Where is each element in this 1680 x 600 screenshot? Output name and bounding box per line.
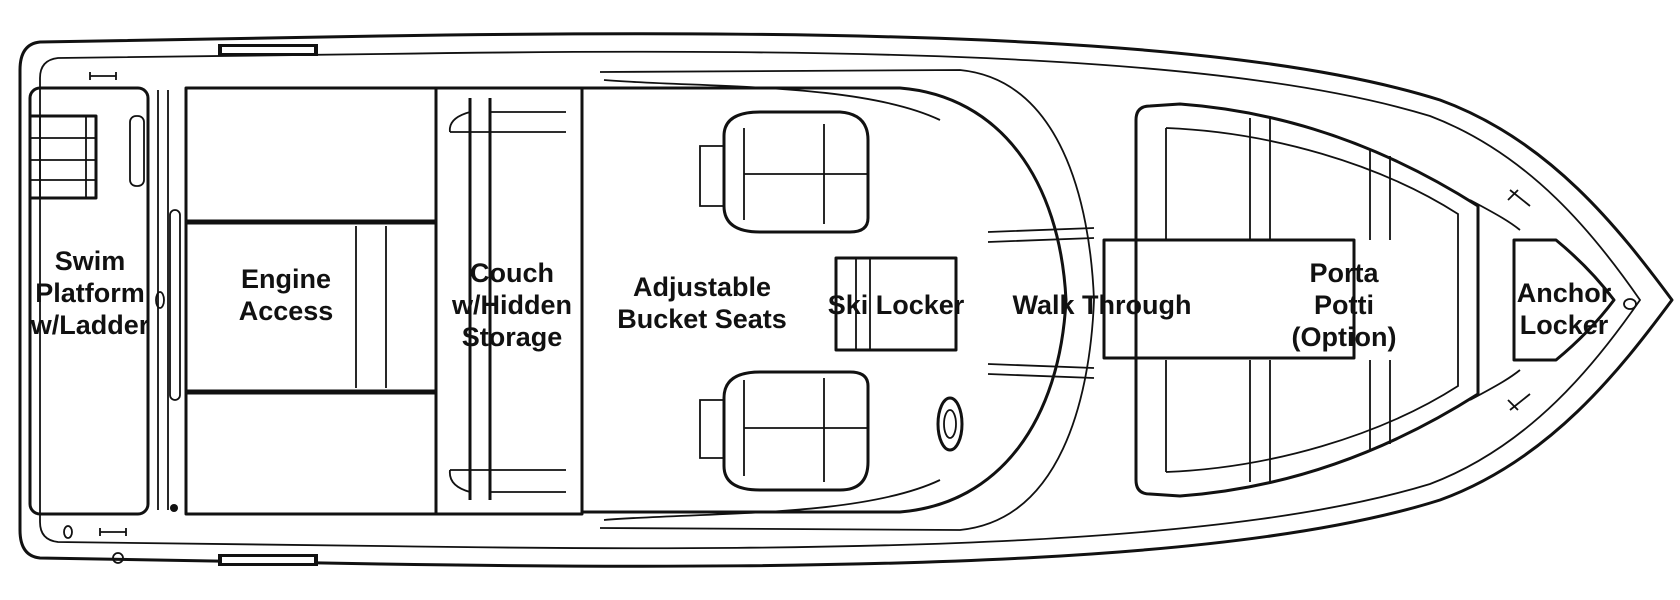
steering-wheel-icon <box>936 396 964 452</box>
swim-platform <box>28 86 181 516</box>
label-ski-locker-line: Ski Locker <box>828 290 965 320</box>
label-swim-platform-line: Platform <box>35 278 145 308</box>
label-engine-access-line: Engine <box>241 264 331 294</box>
engine-access-hatch <box>184 86 438 516</box>
couch <box>434 86 584 516</box>
bow-seating <box>1134 102 1521 498</box>
ladder-icon <box>28 114 98 200</box>
label-anchor-locker-line: Locker <box>1520 310 1609 340</box>
label-anchor-locker-line: Anchor <box>1517 278 1612 308</box>
cleat-top-inner <box>222 47 314 53</box>
bucket-seat-top <box>699 110 870 234</box>
anchor-locker <box>1512 238 1616 362</box>
label-engine-access-line: Access <box>239 296 334 326</box>
stern-hardware <box>63 72 1637 564</box>
label-couch-line: Couch <box>470 258 554 288</box>
label-bucket-seats-line: Adjustable <box>633 272 771 302</box>
cockpit-deck <box>580 69 1095 531</box>
label-walk-through-line: Walk Through <box>1013 290 1192 320</box>
label-walk-through: Walk Through <box>1013 290 1192 320</box>
label-couch-line: w/Hidden <box>451 290 572 320</box>
label-porta-potti-line: Potti <box>1314 290 1374 320</box>
label-porta-potti-line: (Option) <box>1292 322 1397 352</box>
cleat-bottom-inner <box>222 557 314 563</box>
bucket-seat-bottom <box>699 370 870 492</box>
label-couch-line: Storage <box>462 322 563 352</box>
label-ski-locker: Ski Locker <box>828 290 965 320</box>
label-swim-platform-line: Swim <box>55 246 126 276</box>
label-swim-platform-line: w/Ladder <box>30 310 150 340</box>
hull <box>18 32 1674 568</box>
ski-locker <box>834 256 958 352</box>
walk-through <box>987 227 1356 379</box>
label-bucket-seats-line: Bucket Seats <box>617 304 787 334</box>
label-porta-potti-line: Porta <box>1309 258 1379 288</box>
